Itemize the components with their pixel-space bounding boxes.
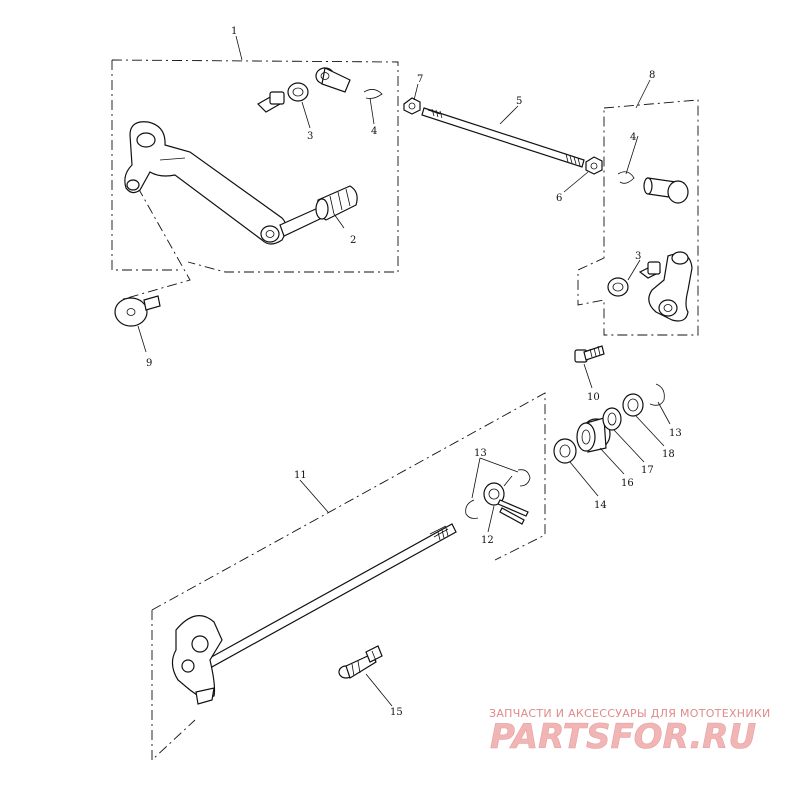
callout-9: 9 (146, 358, 152, 369)
circlip-13-lower (465, 499, 479, 519)
group-11-outline (151, 392, 546, 762)
bush-top (287, 82, 309, 102)
oil-seal-16 (576, 417, 611, 453)
callout-2: 2 (350, 235, 356, 246)
callout-15: 15 (390, 707, 403, 718)
group-1-outline (111, 59, 399, 273)
callout-3-right: 3 (635, 251, 641, 262)
circlip-top (363, 89, 383, 99)
watermark-brand: PARTSFOR.RU (490, 717, 756, 757)
washer-14 (553, 438, 577, 464)
callout-17: 17 (641, 465, 654, 476)
stopper-stud (338, 645, 383, 679)
pivot-bolt (257, 91, 285, 113)
circlip-13-upper (517, 469, 531, 487)
callout-11: 11 (294, 470, 307, 481)
pivot-bolt-right (638, 261, 662, 279)
callout-4-right: 4 (630, 132, 636, 143)
callout-16: 16 (621, 478, 634, 489)
rod-end-top (315, 67, 351, 93)
callout-13-left: 13 (474, 448, 487, 459)
callout-1: 1 (231, 26, 237, 37)
callout-8: 8 (649, 70, 655, 81)
pedal-pivot-bolt (114, 295, 161, 327)
washer-18 (622, 393, 644, 417)
washer-17 (602, 407, 622, 431)
return-spring-collar (483, 475, 529, 525)
callout-12: 12 (481, 535, 494, 546)
callout-14: 14 (594, 500, 607, 511)
circlip-13-right (649, 383, 665, 406)
callout-numbers: 1 2 3 4 5 6 7 8 4 3 9 10 11 12 13 13 14 … (146, 26, 682, 718)
callout-13-right: 13 (669, 428, 682, 439)
circlip-right (617, 171, 635, 184)
callout-7: 7 (417, 74, 423, 85)
locknut-top (403, 97, 421, 115)
callout-4-top: 4 (371, 126, 377, 137)
gear-pedal-lever (124, 121, 287, 245)
callout-6: 6 (556, 193, 562, 204)
gear-change-rod (421, 107, 585, 168)
watermark-tagline: ЗАПЧАСТИ И АКСЕССУАРЫ ДЛЯ МОТОТЕХНИКИ (489, 707, 771, 720)
callout-18: 18 (662, 449, 675, 460)
arm-clamp-bolt (574, 345, 605, 363)
callout-5: 5 (516, 96, 522, 107)
callout-10: 10 (587, 392, 600, 403)
bush-right (607, 277, 629, 297)
gear-shift-shaft (171, 523, 457, 705)
callout-3-top: 3 (307, 131, 313, 142)
footrest-rubber (279, 185, 358, 237)
selector-arm-right (648, 251, 693, 322)
watermark: ЗАПЧАСТИ И АКСЕССУАРЫ ДЛЯ МОТОТЕХНИКИ PA… (489, 707, 771, 757)
rod-end-right (643, 177, 689, 204)
leader-lines (137, 35, 671, 707)
locknut-bottom (585, 156, 603, 175)
